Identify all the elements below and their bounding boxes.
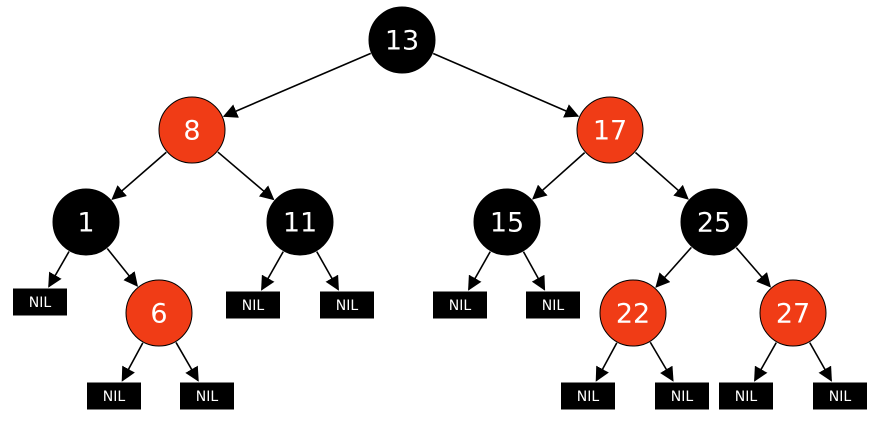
- edge-n15-nil6: [468, 251, 491, 291]
- nil-leaf: NIL: [13, 288, 67, 316]
- node-circle-red: [576, 96, 644, 164]
- nil-label: NIL: [196, 389, 219, 405]
- nil-label: NIL: [103, 389, 126, 405]
- edge-n6-nil3: [175, 342, 199, 382]
- edge-n8-n1: [111, 151, 167, 201]
- nil-box: [13, 288, 67, 316]
- nil-box: [813, 382, 867, 410]
- edge-n17-n25: [634, 151, 689, 200]
- node-circle-black: [473, 188, 541, 256]
- node-label: 1: [77, 208, 94, 239]
- nil-leaf: NIL: [719, 382, 773, 410]
- nil-leaf: NIL: [526, 291, 580, 319]
- node-circle-black: [368, 6, 436, 74]
- node-label: 25: [697, 208, 731, 239]
- edge-n1-nil1: [48, 251, 70, 288]
- edge-n8-n11: [217, 151, 275, 201]
- edge-n27-nil11: [809, 342, 832, 382]
- edge-n6-nil2: [121, 342, 144, 382]
- edge-n13-n8: [222, 52, 372, 118]
- edge-n22-nil9: [649, 341, 674, 382]
- edge-n1-n6: [106, 248, 139, 287]
- nil-leaf: NIL: [320, 291, 374, 319]
- nil-box: [180, 382, 234, 410]
- tree-node-8: 8: [158, 96, 226, 164]
- node-label: 27: [776, 299, 810, 330]
- nil-label: NIL: [735, 389, 758, 405]
- nil-label: NIL: [671, 389, 694, 405]
- nil-leaf: NIL: [561, 382, 615, 410]
- edge-n11-nil4: [261, 251, 284, 291]
- edge-n11-nil5: [316, 251, 339, 291]
- edge-n27-nil10: [754, 342, 777, 382]
- nil-leaf: NIL: [433, 291, 487, 319]
- edge-n15-nil7: [522, 251, 546, 291]
- nil-box: [433, 291, 487, 319]
- tree-node-27: 27: [759, 279, 827, 347]
- tree-node-6: 6: [125, 279, 193, 347]
- tree-node-11: 11: [266, 188, 334, 256]
- edge-n22-nil8: [595, 342, 618, 382]
- nil-leaf: NIL: [87, 382, 141, 410]
- nil-label: NIL: [449, 298, 472, 314]
- nil-label: NIL: [242, 298, 265, 314]
- tree-node-15: 15: [473, 188, 541, 256]
- nil-label: NIL: [577, 389, 600, 405]
- edges-layer: [48, 52, 832, 382]
- tree-node-1: 1: [52, 188, 120, 256]
- edge-n25-n27: [735, 247, 771, 288]
- node-circle-red: [599, 279, 667, 347]
- edge-n13-n17: [432, 52, 580, 118]
- node-label: 22: [616, 299, 650, 330]
- node-label: 13: [385, 26, 419, 57]
- node-circle-black: [680, 188, 748, 256]
- tree-node-22: 22: [599, 279, 667, 347]
- edge-n17-n15: [532, 152, 586, 200]
- nil-box: [719, 382, 773, 410]
- nil-box: [87, 382, 141, 410]
- tree-node-25: 25: [680, 188, 748, 256]
- nil-label: NIL: [542, 298, 565, 314]
- node-label: 17: [593, 116, 627, 147]
- nil-label: NIL: [29, 295, 52, 311]
- nil-box: [226, 291, 280, 319]
- nil-leaf: NIL: [180, 382, 234, 410]
- nil-box: [561, 382, 615, 410]
- node-label: 11: [283, 208, 317, 239]
- tree-node-17: 17: [576, 96, 644, 164]
- node-circle-black: [52, 188, 120, 256]
- nil-leaf: NIL: [813, 382, 867, 410]
- node-label: 15: [490, 208, 524, 239]
- nil-label: NIL: [829, 389, 852, 405]
- node-circle-black: [266, 188, 334, 256]
- tree-node-13: 13: [368, 6, 436, 74]
- edge-n25-n22: [655, 246, 692, 288]
- nil-box: [655, 382, 709, 410]
- nil-leaf: NIL: [655, 382, 709, 410]
- nil-leaf: NIL: [226, 291, 280, 319]
- nil-box: [320, 291, 374, 319]
- node-circle-red: [125, 279, 193, 347]
- node-circle-red: [158, 96, 226, 164]
- nil-label: NIL: [336, 298, 359, 314]
- node-label: 8: [183, 116, 200, 147]
- nil-box: [526, 291, 580, 319]
- node-label: 6: [150, 299, 167, 330]
- node-circle-red: [759, 279, 827, 347]
